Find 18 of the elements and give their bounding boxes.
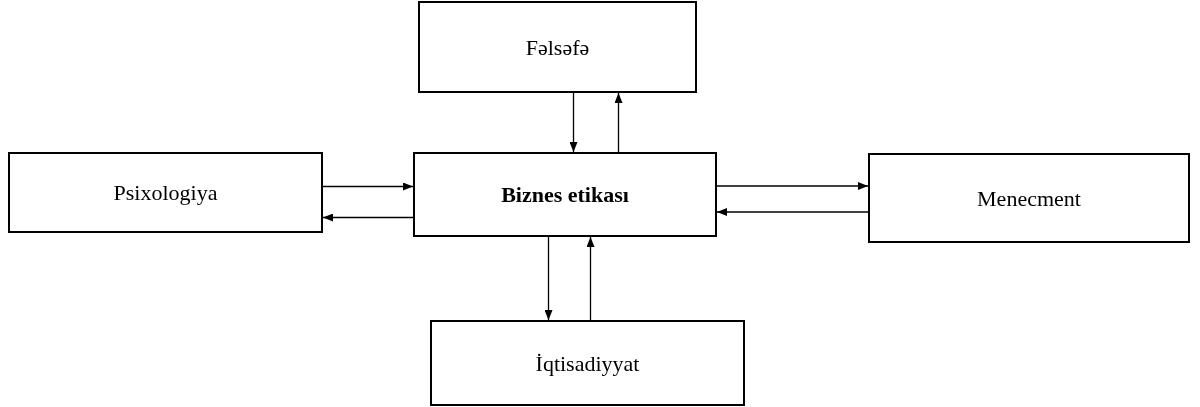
arrow bbox=[322, 213, 414, 222]
box-label: Biznes etikası bbox=[501, 181, 629, 209]
arrow bbox=[586, 236, 595, 321]
arrow bbox=[716, 182, 869, 190]
text-box bbox=[413, 152, 717, 237]
box-label: Psixologiya bbox=[113, 179, 218, 207]
box-label: Menecment bbox=[977, 184, 1081, 213]
arrow bbox=[614, 92, 623, 153]
box-label: Fəlsəfə bbox=[525, 33, 590, 62]
arrow bbox=[544, 236, 553, 321]
text-box bbox=[868, 153, 1190, 243]
box-label: İqtisadiyyat bbox=[535, 349, 640, 378]
text-box bbox=[418, 1, 697, 93]
arrow bbox=[569, 92, 578, 153]
text-box bbox=[8, 152, 323, 233]
arrow bbox=[322, 182, 414, 191]
arrow bbox=[716, 208, 869, 216]
text-box bbox=[430, 320, 745, 406]
